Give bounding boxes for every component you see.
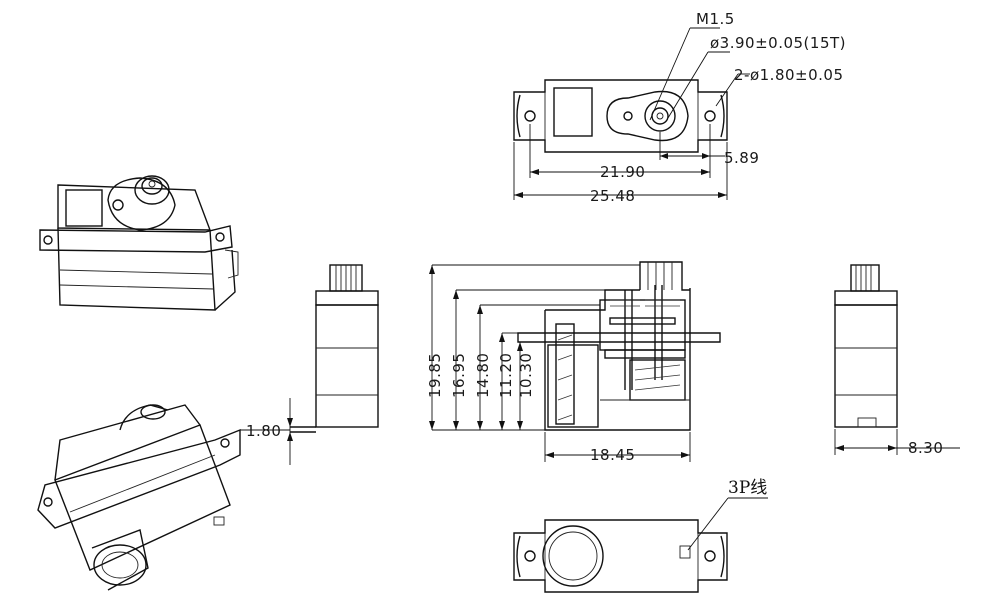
width-dimension: 8.30 (908, 439, 943, 457)
body-length-dimension: 18.45 (590, 446, 635, 464)
spline-diameter-callout: ø3.90±0.05(15T) (710, 34, 846, 52)
height-dimension-1695: 16.95 (450, 353, 468, 398)
section-view (429, 261, 721, 462)
hole-pitch-dimension: 21.90 (600, 163, 645, 181)
top-view (513, 27, 750, 200)
wire-label: 3P线 (728, 478, 767, 498)
overall-length-dimension: 25.48 (590, 187, 635, 205)
isometric-view-bottom (37, 404, 241, 591)
screw-size-callout: M1.5 (696, 10, 735, 28)
height-dimension-1985: 19.85 (426, 353, 444, 398)
front-view (240, 264, 379, 465)
bottom-view (513, 497, 768, 593)
side-view (834, 264, 960, 455)
isometric-view-top (39, 175, 239, 311)
shaft-offset-dimension: 5.89 (724, 149, 759, 167)
height-dimension-1030: 10.30 (517, 353, 535, 398)
mounting-holes-callout: 2-ø1.80±0.05 (734, 66, 844, 84)
height-dimension-1480: 14.80 (474, 353, 492, 398)
flange-thickness-dimension: 1.80 (246, 422, 281, 440)
height-dimension-1120: 11.20 (497, 353, 515, 398)
